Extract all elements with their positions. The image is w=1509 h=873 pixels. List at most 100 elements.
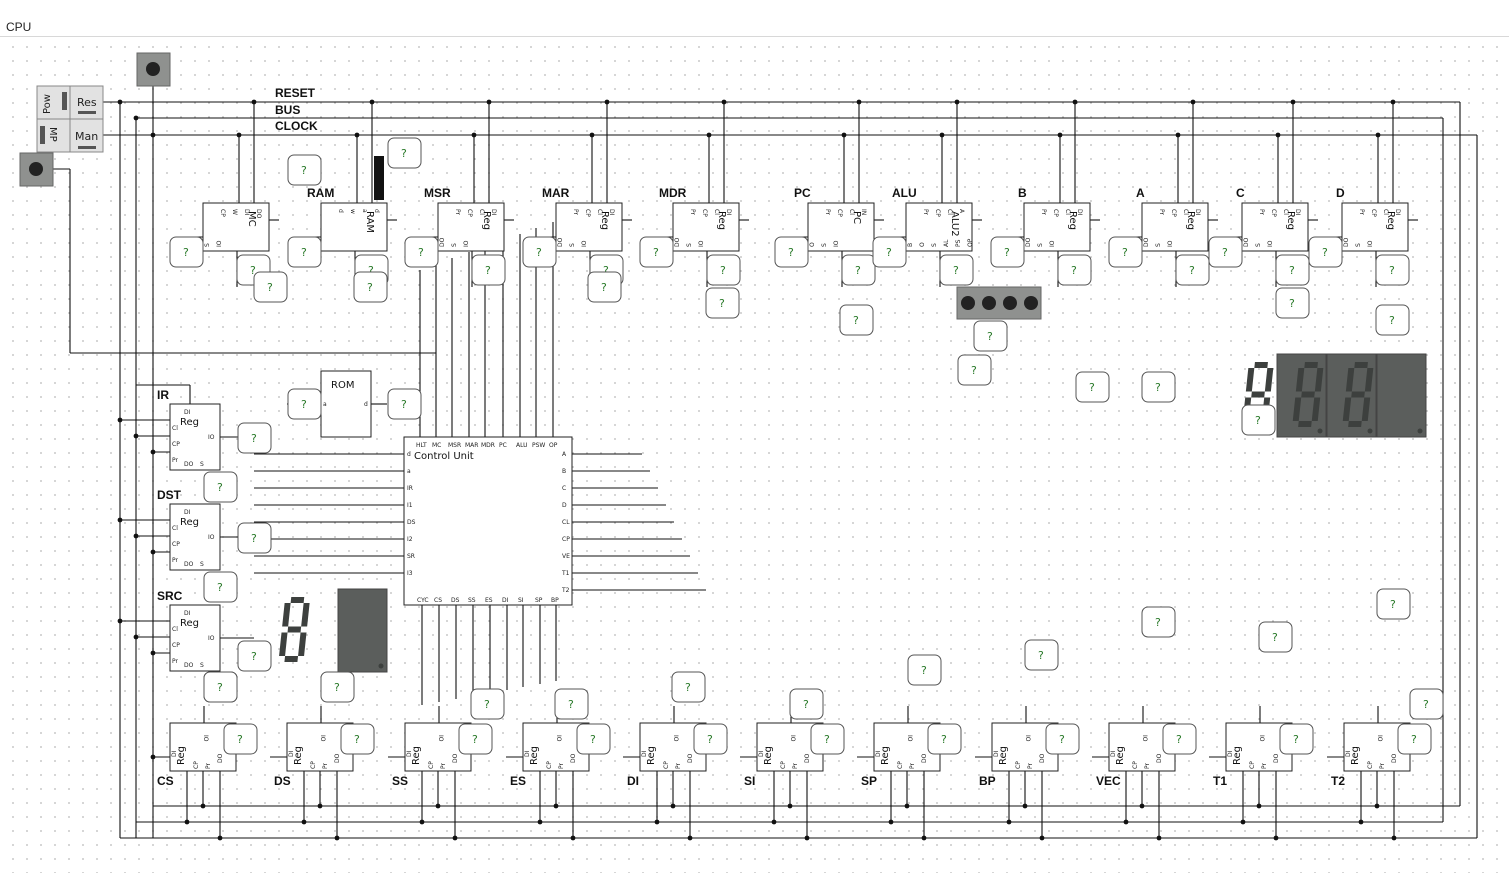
value-probe[interactable]: ? — [939, 254, 974, 286]
value-probe[interactable]: ? — [287, 388, 322, 420]
value-probe[interactable]: ? — [287, 236, 322, 268]
value-probe[interactable]: ? — [1409, 688, 1444, 720]
probe-frame — [927, 723, 962, 755]
value-probe[interactable]: ? — [1258, 621, 1293, 653]
value-probe[interactable]: ? — [340, 723, 375, 755]
value-probe[interactable]: ? — [470, 688, 505, 720]
value-probe[interactable]: ? — [841, 254, 876, 286]
value-probe[interactable]: ? — [404, 236, 439, 268]
port-label: Cl — [946, 209, 953, 215]
value-probe[interactable]: ? — [353, 271, 388, 303]
value-probe[interactable]: ? — [1045, 723, 1080, 755]
value-probe[interactable]: ? — [554, 688, 589, 720]
value-probe[interactable]: ? — [1375, 254, 1410, 286]
mp-switch[interactable]: MP — [40, 126, 58, 144]
value-probe[interactable]: ? — [458, 723, 493, 755]
value-probe[interactable]: ? — [287, 154, 322, 186]
register-d-name: Reg — [1385, 211, 1396, 230]
value-probe[interactable]: ? — [810, 723, 845, 755]
value-probe[interactable]: ? — [237, 522, 272, 554]
port-label: O — [809, 242, 816, 247]
man-switch[interactable]: Man — [75, 130, 98, 149]
probe-frame — [203, 671, 238, 703]
value-probe[interactable]: ? — [1141, 606, 1176, 638]
value-probe[interactable]: ? — [1024, 639, 1059, 671]
value-probe[interactable]: ? — [320, 671, 355, 703]
value-probe[interactable]: ? — [1375, 304, 1410, 336]
value-probe[interactable]: ? — [705, 287, 740, 319]
value-probe[interactable]: ? — [387, 137, 422, 169]
value-probe[interactable]: ? — [203, 471, 238, 503]
value-probe[interactable]: ? — [1241, 404, 1276, 436]
value-probe[interactable]: ? — [1275, 254, 1310, 286]
value-probe[interactable]: ? — [839, 304, 874, 336]
value-probe[interactable]: ? — [693, 723, 728, 755]
port-label: Pr — [689, 209, 696, 216]
value-probe[interactable]: ? — [1397, 723, 1432, 755]
value-probe[interactable]: ? — [1208, 236, 1243, 268]
res-switch[interactable]: Res — [77, 96, 97, 114]
value-probe[interactable]: ? — [907, 654, 942, 686]
window-title[interactable]: CPU — [6, 20, 32, 34]
value-probe[interactable]: ? — [471, 254, 506, 286]
value-probe[interactable]: ? — [203, 571, 238, 603]
value-probe[interactable]: ? — [1376, 588, 1411, 620]
value-probe[interactable]: ? — [576, 723, 611, 755]
value-probe[interactable]: ? — [789, 688, 824, 720]
value-probe[interactable]: ? — [1141, 371, 1176, 403]
value-probe[interactable]: ? — [237, 422, 272, 454]
value-probe[interactable]: ? — [1175, 254, 1210, 286]
value-probe[interactable]: ? — [203, 671, 238, 703]
port-label: CP — [1249, 761, 1256, 769]
pow-switch[interactable]: Pow — [42, 92, 67, 114]
clock-push-button[interactable] — [136, 52, 171, 87]
value-probe[interactable]: ? — [1108, 236, 1143, 268]
probe-frame — [237, 522, 272, 554]
value-probe[interactable]: ? — [671, 671, 706, 703]
port-label: Cl — [172, 425, 178, 432]
probe-value: ? — [217, 681, 223, 694]
value-probe[interactable]: ? — [973, 320, 1008, 352]
value-probe[interactable]: ? — [872, 236, 907, 268]
value-probe[interactable]: ? — [1275, 287, 1310, 319]
value-probe[interactable]: ? — [387, 388, 422, 420]
value-probe[interactable]: ? — [1279, 723, 1314, 755]
value-probe[interactable]: ? — [1308, 236, 1343, 268]
manual-push-button[interactable] — [19, 152, 54, 187]
register-pc-label: PC — [794, 186, 811, 200]
value-probe[interactable]: ? — [957, 354, 992, 386]
value-probe[interactable]: ? — [1057, 254, 1092, 286]
value-probe[interactable]: ? — [223, 723, 258, 755]
value-probe[interactable]: ? — [927, 723, 962, 755]
probe-frame — [872, 236, 907, 268]
value-probe[interactable]: ? — [587, 271, 622, 303]
ram-address-input[interactable] — [374, 156, 384, 200]
value-probe[interactable]: ? — [1075, 371, 1110, 403]
value-probe[interactable]: ? — [706, 254, 741, 286]
value-probe[interactable]: ? — [1162, 723, 1197, 755]
value-probe[interactable]: ? — [253, 271, 288, 303]
value-probe[interactable]: ? — [169, 236, 204, 268]
value-probe[interactable]: ? — [990, 236, 1025, 268]
value-probe[interactable]: ? — [639, 236, 674, 268]
value-probe[interactable]: ? — [237, 640, 272, 672]
port-label: CP — [836, 209, 843, 217]
value-probe[interactable]: ? — [522, 236, 557, 268]
value-probe[interactable]: ? — [774, 236, 809, 268]
